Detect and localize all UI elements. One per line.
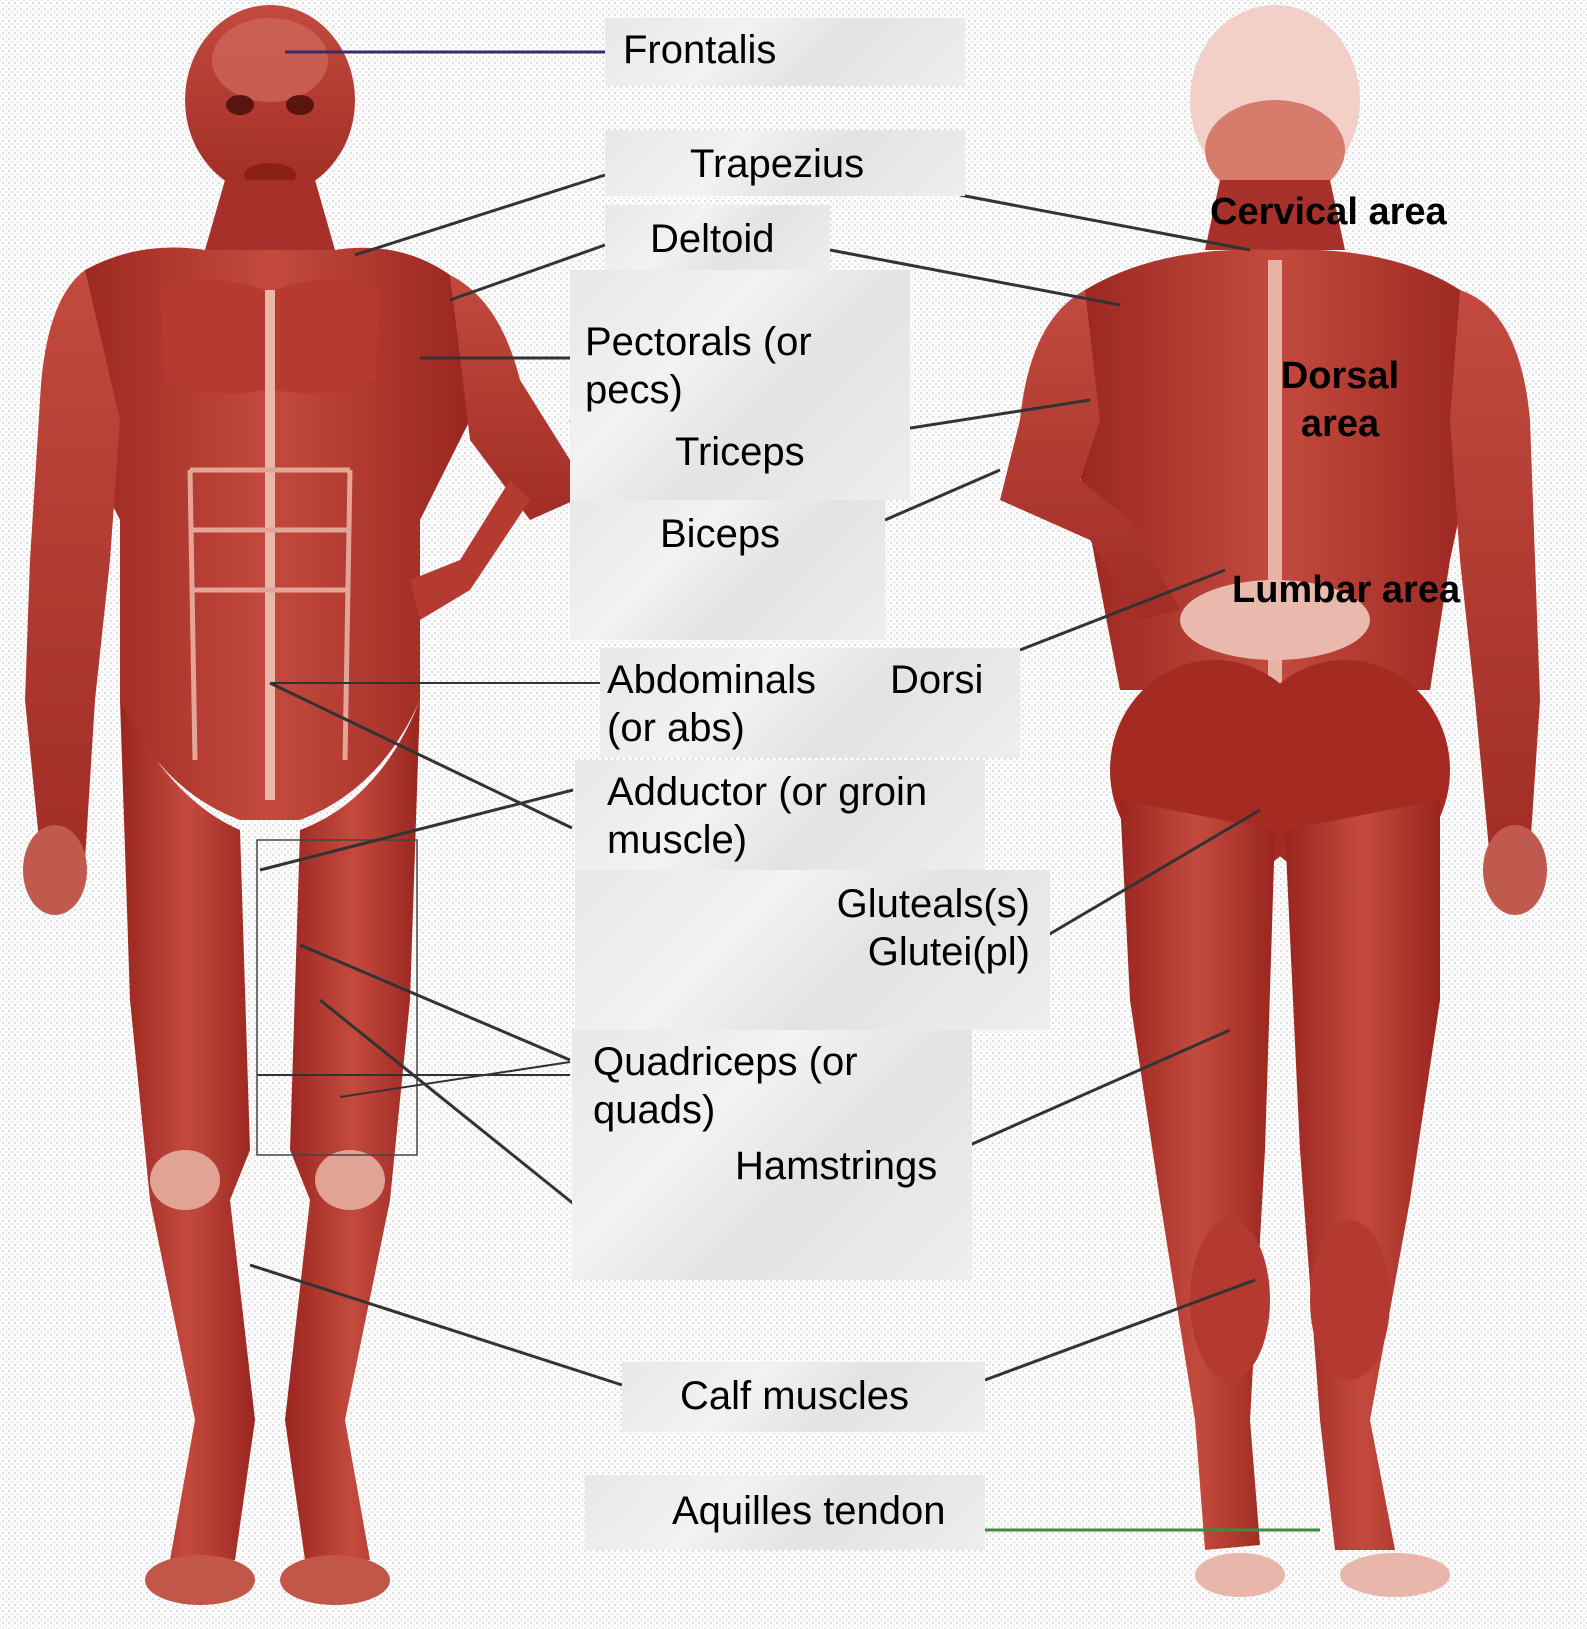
adductor-label-line2: muscle) <box>607 816 747 864</box>
achilles-tendon-label: Aquilles tendon <box>672 1487 946 1535</box>
frontalis-label: Frontalis <box>623 26 776 74</box>
pectorals-label-line1: Pectorals (or <box>585 318 812 366</box>
quadriceps-label-line2: quads) <box>593 1086 715 1134</box>
cervical-area-label: Cervical area <box>1210 188 1447 236</box>
gluteals-label-line1: Gluteals(s) <box>780 880 1030 928</box>
dorsal-area-label-line2: area <box>1240 400 1440 448</box>
front-body-figure <box>23 5 575 1605</box>
dorsi-label: Dorsi <box>890 656 983 704</box>
back-body-figure <box>1000 5 1547 1597</box>
gluteals-label-line2: Glutei(pl) <box>780 928 1030 976</box>
abdominals-label-line2: (or abs) <box>607 704 745 752</box>
quadriceps-label-line1: Quadriceps (or <box>593 1038 858 1086</box>
adductor-label-line1: Adductor (or groin <box>607 768 927 816</box>
hamstrings-label: Hamstrings <box>735 1142 937 1190</box>
lumbar-area-label: Lumbar area <box>1232 566 1460 614</box>
biceps-label: Biceps <box>660 510 780 558</box>
calf-muscles-label: Calf muscles <box>680 1372 909 1420</box>
trapezius-label: Trapezius <box>690 140 864 188</box>
dorsal-area-label-line1: Dorsal <box>1240 352 1440 400</box>
abdominals-label-line1: Abdominals <box>607 656 816 704</box>
pectorals-label-line2: pecs) <box>585 366 683 414</box>
triceps-label: Triceps <box>675 428 805 476</box>
deltoid-label: Deltoid <box>650 215 775 263</box>
